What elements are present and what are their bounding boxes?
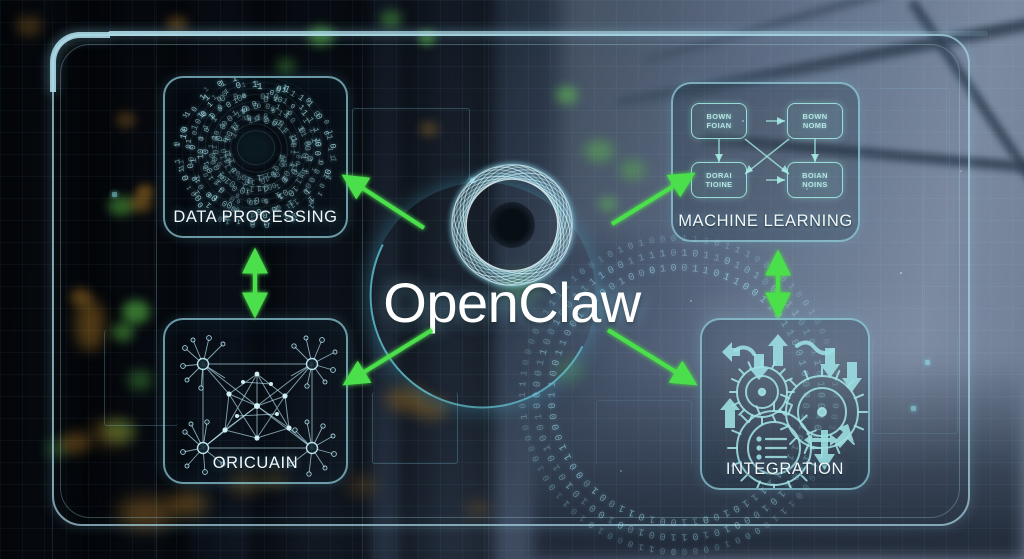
binary-digit: 0 <box>692 249 699 261</box>
binary-digit: 1 <box>691 514 698 526</box>
vortex-binary-digit: 0 <box>173 141 182 147</box>
panel-integration[interactable]: INTEGRATION <box>700 318 870 490</box>
binary-digit: 0 <box>671 546 677 556</box>
binary-digit: 1 <box>637 238 645 249</box>
vortex-binary-digit: 0 <box>312 141 322 148</box>
binary-digit: 1 <box>627 256 636 268</box>
vortex-binary-digit: 0 <box>263 196 268 204</box>
binary-digit: 0 <box>533 402 544 409</box>
binary-digit: 0 <box>606 249 615 260</box>
vortex-binary-digit: 1 <box>253 196 258 203</box>
binary-digit: 1 <box>681 248 687 259</box>
binary-digit: 0 <box>659 235 665 246</box>
vortex-binary-digit: 0 <box>245 106 251 114</box>
brand-logo-group: 0011011011111010011001011001000110000110… <box>345 110 679 400</box>
ml-node-line2: TIOINE <box>705 180 732 189</box>
binary-digit: 0 <box>659 545 665 556</box>
hud-top-accent-line <box>108 31 988 36</box>
ml-node-line1: DORAI <box>706 171 732 180</box>
panel-label-data-processing: DATA PROCESSING <box>165 208 346 227</box>
binary-vortex-icon: 0110000111001101110110000110110111110010… <box>177 78 335 227</box>
ml-node-line2: NOINS <box>802 180 827 189</box>
binary-digit: 0 <box>670 248 676 259</box>
vortex-binary-digit: 1 <box>326 147 333 151</box>
panel-data-processing[interactable]: 0110000111001101110110000110110111110010… <box>163 76 348 238</box>
vortex-binary-digit: 1 <box>258 78 263 79</box>
binary-digit: 0 <box>548 402 559 409</box>
vortex-binary-digit: 0 <box>189 144 198 150</box>
vortex-binary-digit: 1 <box>256 183 261 192</box>
vortex-binary-digit: 0 <box>201 148 210 154</box>
ml-node: BOWN FOIAN <box>691 103 747 139</box>
binary-digit: 0 <box>681 263 687 274</box>
binary-digit: 1 <box>659 249 666 261</box>
panel-label-network: ORICUAIN <box>165 454 346 473</box>
binary-digit: 0 <box>659 529 666 541</box>
panel-label-integration: INTEGRATION <box>702 460 868 479</box>
binary-digit: 1 <box>681 530 687 541</box>
binary-digit: 1 <box>596 254 606 265</box>
ml-node-line1: BOWN <box>707 112 732 121</box>
hud-corner-bracket-icon <box>50 32 110 92</box>
binary-digit: 1 <box>637 253 646 265</box>
vortex-binary-digit: 0 <box>315 160 323 166</box>
ml-node: BOIAN NOINS <box>787 162 843 198</box>
binary-digit: 0 <box>627 241 635 252</box>
vortex-binary-digit: 1 <box>198 135 205 140</box>
vortex-binary-digit: 1 <box>255 81 259 88</box>
ml-node-line1: BOIAN <box>802 171 828 180</box>
vortex-binary-digit: 1 <box>304 157 313 163</box>
brand-title: OpenClaw <box>345 270 679 335</box>
binary-digit: 0 <box>682 546 688 556</box>
vortex-binary-digit: 0 <box>255 117 260 125</box>
ml-node-line2: NOMB <box>803 121 827 130</box>
panel-machine-learning[interactable]: BOWN FOIAN BOWN NOMB DORAI TIOINE BOIAN … <box>671 82 860 242</box>
panel-network[interactable]: ORICUAIN <box>163 318 348 484</box>
binary-digit: 0 <box>692 545 698 556</box>
binary-digit: 1 <box>648 251 656 263</box>
vortex-binary-digit: 0 <box>189 156 197 162</box>
binary-digit: 0 <box>670 515 676 526</box>
binary-digit: 1 <box>670 530 676 541</box>
vortex-binary-digit: 0 <box>316 181 325 188</box>
ml-node: BOWN NOMB <box>787 103 843 139</box>
vortex-binary-digit: 0 <box>246 195 252 203</box>
binary-digit: 0 <box>648 236 655 247</box>
vortex-binary-digit: 0 <box>312 150 321 155</box>
binary-digit: 0 <box>692 529 699 541</box>
vortex-binary-digit: 0 <box>221 149 229 154</box>
vortex-binary-digit: 1 <box>178 159 187 165</box>
vortex-binary-digit: 0 <box>213 150 221 155</box>
binary-digit: 1 <box>548 392 559 398</box>
vortex-binary-digit: 1 <box>328 156 337 162</box>
vortex-binary-digit: 1 <box>315 190 323 197</box>
vortex-binary-digit: 1 <box>324 133 334 140</box>
vortex-binary-digit: 0 <box>257 104 261 111</box>
spirograph-core <box>489 202 535 248</box>
ml-node-line2: FOIAN <box>707 121 732 130</box>
panel-label-machine-learning: MACHINE LEARNING <box>673 212 858 231</box>
ml-node-line1: BOWN <box>803 112 828 121</box>
binary-digit: 0 <box>518 403 528 409</box>
binary-digit: 1 <box>681 515 687 526</box>
ml-node: DORAI TIOINE <box>691 162 747 198</box>
binary-digit: 1 <box>616 245 625 256</box>
